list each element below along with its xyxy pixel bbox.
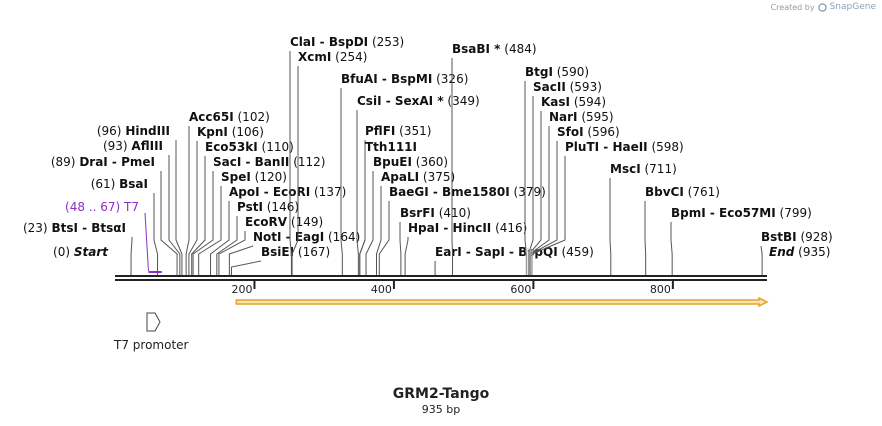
site-label-apali: ApaLI (375)	[381, 170, 455, 184]
site-tick-bpuei	[365, 171, 374, 275]
site-label-kasi: KasI (594)	[541, 95, 606, 109]
site-tick-bsabi	[451, 58, 454, 275]
site-label-msci: MscI (711)	[610, 162, 677, 176]
credit-text: Created by	[770, 2, 815, 12]
site-label-bsrfi: BsrFI (410)	[400, 206, 471, 220]
site-tick-eco53ki	[191, 156, 206, 275]
site-label-bbvci: BbvCI (761)	[645, 185, 720, 199]
snapgene-logo-icon	[817, 2, 827, 12]
site-label-eari-sapi-bspqi: EarI - SapI - BspQI (459)	[435, 245, 594, 259]
site-label-drai-pmei: (89) DraI - PmeI	[51, 155, 155, 169]
ruler-tick-label: 400	[371, 283, 392, 296]
site-label-sfoi: SfoI (596)	[557, 125, 620, 139]
site-tick-msci	[609, 178, 612, 275]
site-tick-bsiei	[230, 260, 262, 275]
site-label-baegi-bme1580i: BaeGI - Bme1580I (379)	[389, 185, 546, 199]
site-label-nari: NarI (595)	[549, 110, 614, 124]
site-tick-bfuai-bspmi	[340, 88, 343, 275]
site-tick-apoi-ecori	[210, 201, 230, 275]
site-label-kpni: KpnI (106)	[197, 125, 264, 139]
site-tick-btsi-bts-i	[130, 237, 133, 275]
site-label-start: (0) Start	[53, 245, 109, 259]
site-label-csii-sexai: CsiI - SexAI * (349)	[357, 94, 480, 108]
ruler-tick-label: 200	[231, 283, 252, 296]
site-label-saci-banii: SacI - BanII (112)	[213, 155, 325, 169]
site-tick-bpmi-eco57mi	[670, 222, 673, 275]
site-label-pluti-haeii: PluTI - HaeII (598)	[565, 140, 684, 154]
feature-arrow	[235, 296, 769, 308]
plasmid-map: 200 400 600 800 T7 promoter (48 .. 67) T7 (0) …	[23, 35, 833, 352]
ruler-tick-label: 800	[650, 283, 671, 296]
site-tick-spei	[198, 186, 222, 275]
site-label-end: End (935)	[769, 245, 830, 259]
site-label-sacii: SacII (593)	[533, 80, 602, 94]
site-tick-ecorv	[218, 231, 246, 275]
site-label-bpmi-eco57mi: BpmI - Eco57MI (799)	[671, 206, 812, 220]
site-label-tth111i: Tth111I	[365, 140, 417, 154]
snapgene-credit: Created by SnapGene	[771, 2, 876, 12]
site-tick-csii-sexai	[356, 110, 359, 275]
site-tick-xcmi	[291, 66, 299, 275]
site-tick-bsrfi	[399, 222, 402, 275]
site-tick-afliii	[168, 155, 181, 275]
site-tick-drai-pmei	[160, 171, 178, 275]
site-tick-bbvci	[644, 201, 647, 275]
map-title: GRM2-Tango	[392, 386, 490, 402]
site-label-afliii: (93) AflIII	[103, 139, 163, 153]
site-tick-noti-eagi	[228, 245, 254, 275]
site-label-noti-eagi: NotI - EagI (164)	[253, 230, 360, 244]
site-tick-hpai-hincii	[404, 237, 409, 275]
site-label-btgi: BtgI (590)	[525, 65, 589, 79]
credit-brand: SnapGene	[829, 2, 876, 12]
site-label-pflfi: PflFI (351)	[365, 124, 431, 138]
promoter-label: T7 promoter	[113, 338, 189, 352]
site-label-bsiei: BsiEI (167)	[261, 245, 330, 259]
primer-label: (48 .. 67) T7	[65, 200, 139, 214]
site-label-hpai-hincii: HpaI - HincII (416)	[408, 221, 527, 235]
site-label-bsabi: BsaBI * (484)	[452, 42, 537, 56]
map-subtitle: 935 bp	[421, 403, 461, 416]
site-tick-kpni	[188, 141, 198, 275]
site-label-btsi-bts-i: (23) BtsI - BtsαI	[23, 221, 126, 235]
site-label-bstbi: BstBI (928)	[761, 230, 833, 244]
site-label-acc65i: Acc65I (102)	[189, 110, 270, 124]
site-tick-pflfi	[359, 140, 366, 275]
site-tick-acc65i	[185, 126, 190, 275]
site-label-clai-bspdi: ClaI - BspDI (253)	[290, 35, 404, 49]
site-label-bfuai-bspmi: BfuAI - BspMI (326)	[341, 72, 468, 86]
site-tick-tth111i	[359, 156, 366, 275]
site-tick-psti	[216, 216, 238, 275]
site-tick-bsai	[153, 193, 159, 275]
site-tick-apali	[375, 186, 382, 275]
site-label-xcmi: XcmI (254)	[298, 50, 367, 64]
site-label-bpuei: BpuEI (360)	[373, 155, 448, 169]
site-tick-hindiii	[175, 140, 183, 275]
site-label-ecorv: EcoRV (149)	[245, 215, 323, 229]
site-label-eco53ki: Eco53kI (110)	[205, 140, 294, 154]
site-tick-clai-bspdi	[289, 51, 292, 275]
site-cluster-shade	[525, 248, 534, 275]
site-label-spei: SpeI (120)	[221, 170, 287, 184]
promoter-arrow-icon	[146, 312, 161, 332]
site-label-apoi-ecori: ApoI - EcoRI (137)	[229, 185, 346, 199]
ruler-tick-label: 600	[510, 283, 531, 296]
site-tick-baegi-bme1580i	[378, 201, 390, 275]
site-label-bsai: (61) BsaI	[91, 177, 148, 191]
site-tick-saci-banii	[192, 171, 214, 275]
site-label-hindiii: (96) HindIII	[97, 124, 170, 138]
primer-connector	[144, 212, 149, 272]
site-tick-bstbi	[760, 245, 763, 275]
